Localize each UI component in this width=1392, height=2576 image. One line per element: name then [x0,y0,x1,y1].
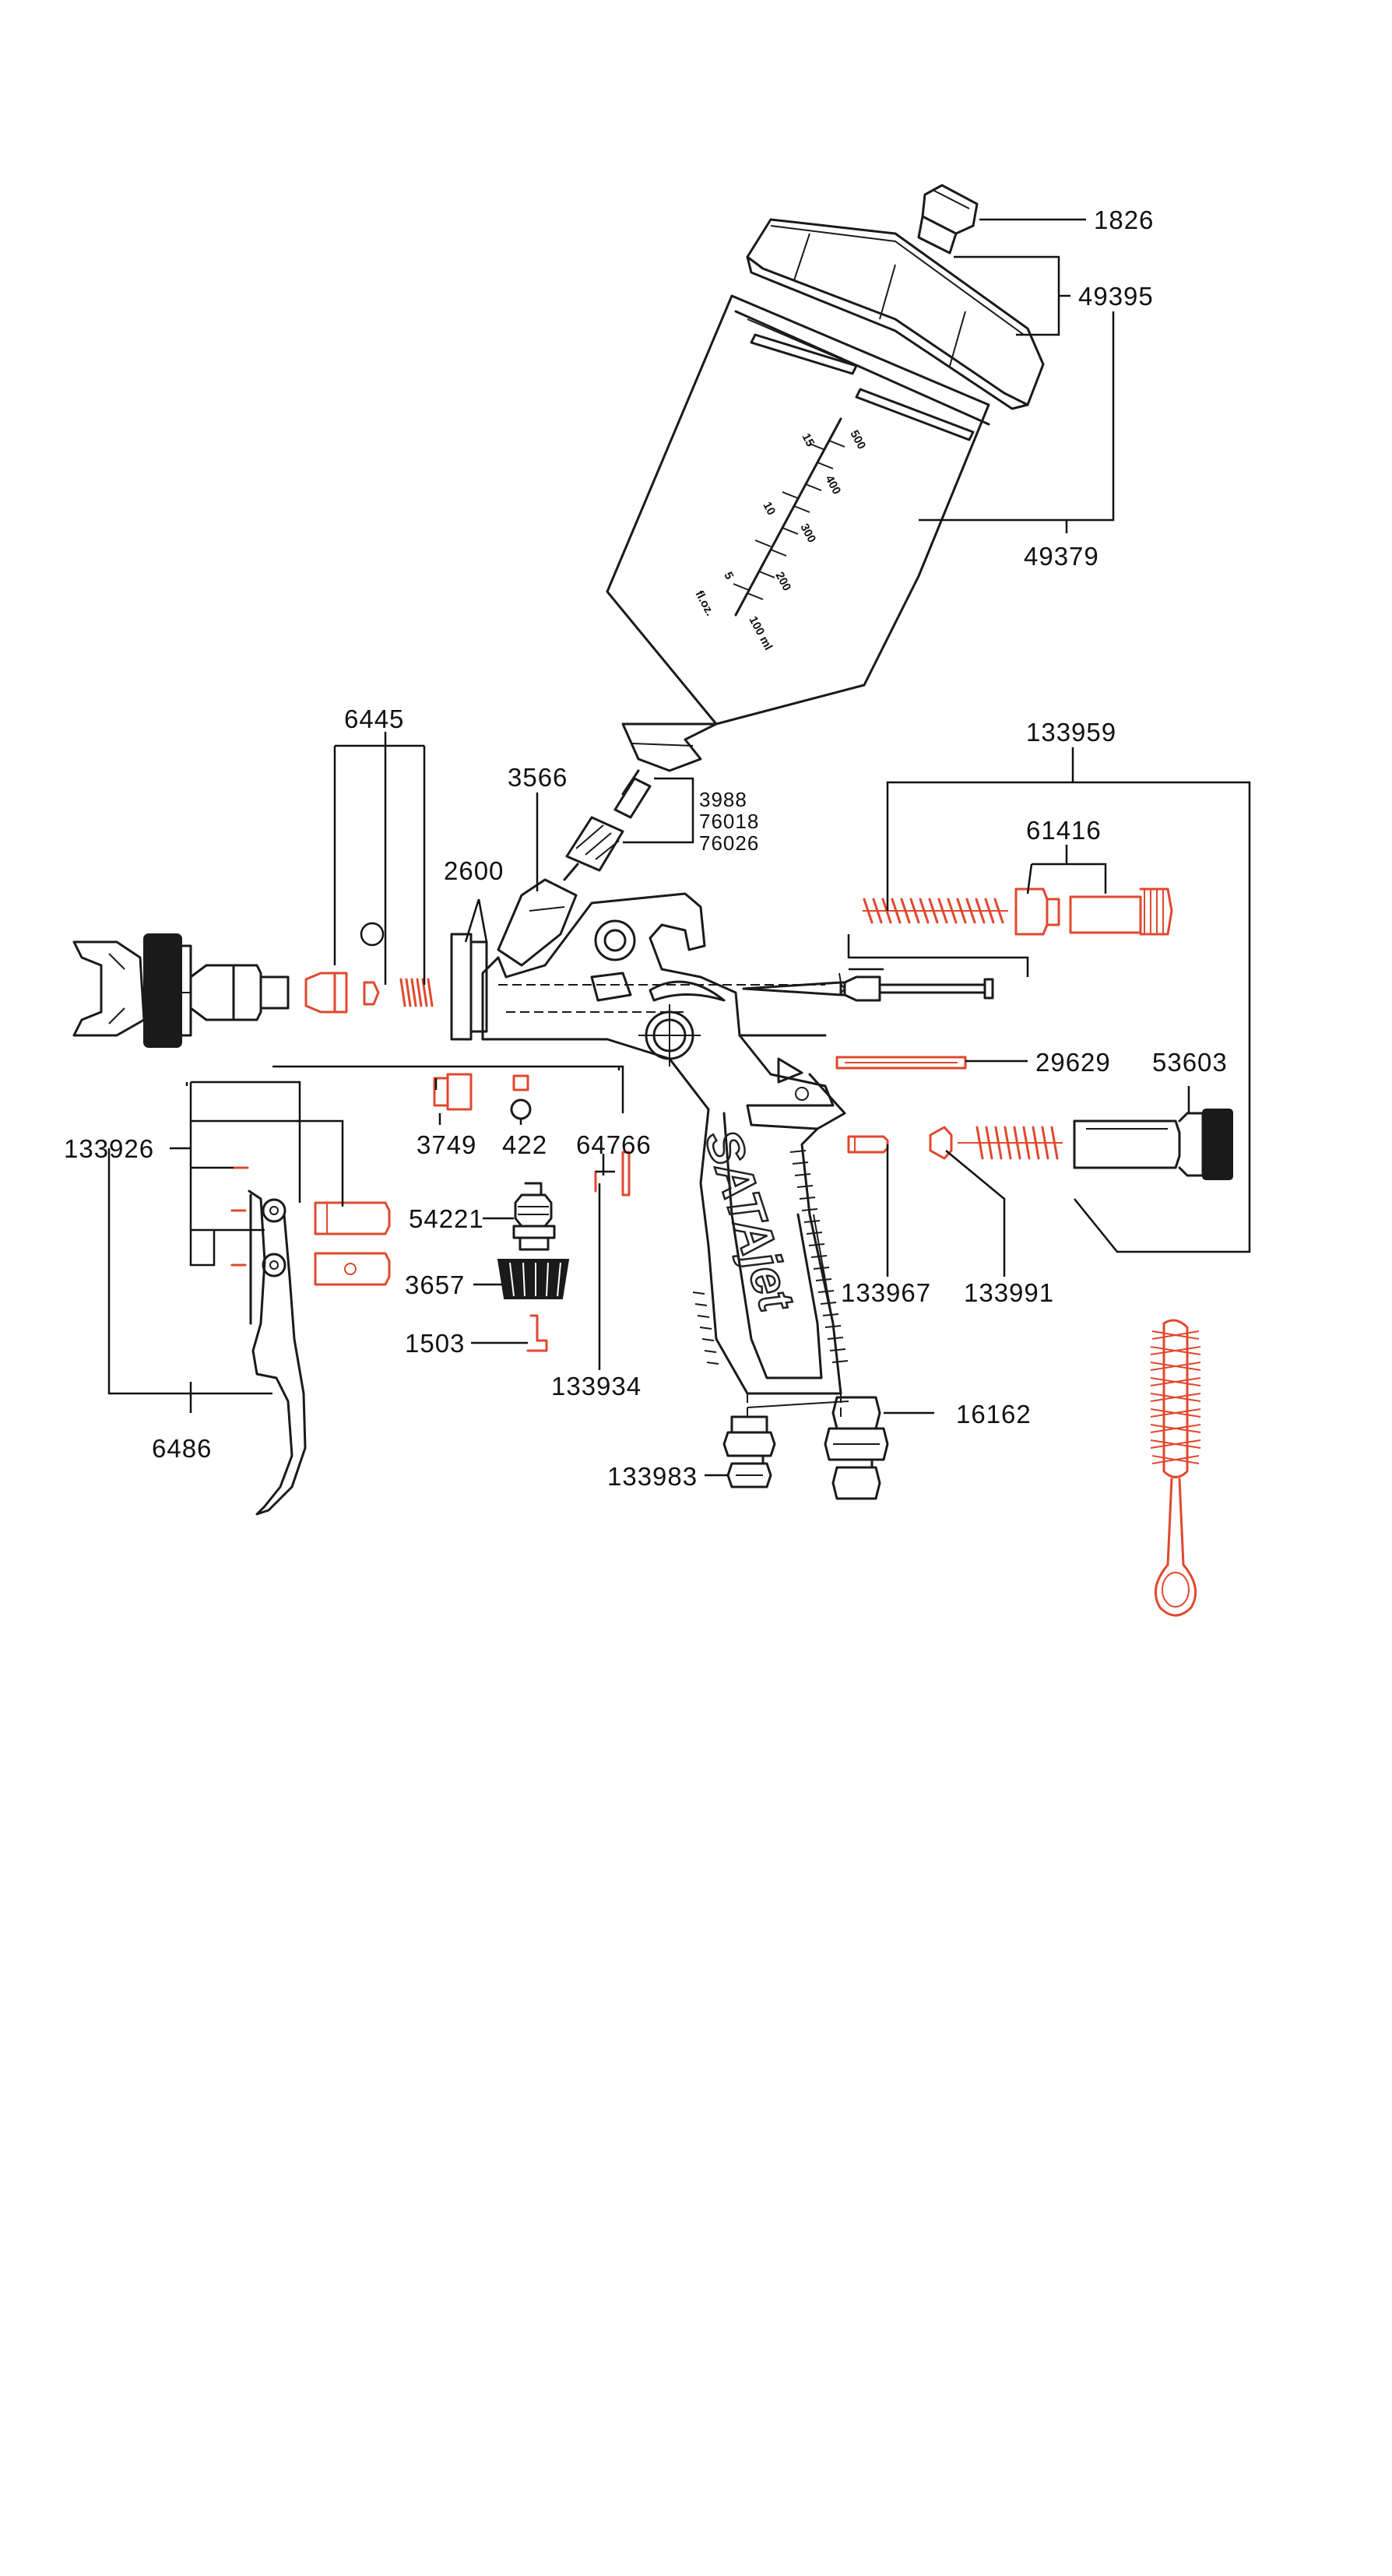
vent-cap [917,184,979,255]
label-133934: 133934 [551,1372,642,1400]
spreader-knob [497,1259,570,1299]
gun-body [481,878,849,1418]
paint-cup-body [606,294,990,772]
needle-spring-upper [863,898,1008,924]
label-61416: 61416 [1026,816,1102,845]
scale-15: 15 [799,431,817,449]
ball-422 [510,1074,532,1120]
label-16162: 16162 [956,1400,1032,1429]
label-422: 422 [502,1130,547,1159]
air-cap [72,933,192,1048]
label-29629: 29629 [1035,1048,1111,1077]
label-133983: 133983 [607,1462,698,1491]
label-3566: 3566 [508,763,568,792]
pin-3749 [433,1073,473,1111]
cleaning-brush [1150,1319,1201,1617]
trigger [248,1190,307,1516]
connector-133983 [722,1415,776,1488]
air-valve-pin [847,1135,889,1154]
label-3988: 3988 [699,788,747,811]
cup-filter [563,769,652,881]
label-49379: 49379 [1024,542,1099,571]
cup-scale-floz: 15 10 5 fl.oz. [692,431,817,618]
connector-16162 [824,1396,889,1500]
label-6445: 6445 [344,705,404,733]
paint-needle [742,972,994,1002]
scale-5: 5 [721,570,736,582]
clip-1503 [526,1314,548,1352]
air-valve-stem [835,1056,967,1070]
distributor-ring [450,933,488,1041]
pin-64766 [594,1151,631,1197]
nozzle [179,964,290,1021]
air-spring-lower [929,1126,1063,1160]
cup-scale-ml: 500 400 300 200 100 ml [746,428,868,652]
label-76018: 76018 [699,810,759,833]
label-3657: 3657 [405,1270,465,1299]
label-133926: 133926 [64,1134,154,1163]
part-labels: 1826 49395 49379 6445 3566 3988 76018 76… [64,206,1228,1491]
label-133967: 133967 [841,1278,931,1307]
label-1826: 1826 [1094,206,1154,234]
scale-500: 500 [847,428,868,452]
label-49395: 49395 [1078,282,1154,311]
label-64766: 64766 [576,1130,652,1159]
scale-300: 300 [797,522,818,545]
trigger-pin-2 [314,1252,391,1286]
nozzle-highlight-set [304,972,434,1014]
label-1503: 1503 [405,1329,465,1358]
paint-cup-lid [746,218,1045,410]
brand-satajet: SATAjet [694,1123,806,1319]
scale-100ml: 100 ml [746,614,775,652]
label-133959: 133959 [1026,718,1116,747]
scale-floz: fl.oz. [692,589,716,618]
scale-10: 10 [760,500,778,518]
label-3749: 3749 [417,1130,476,1159]
label-53603: 53603 [1152,1048,1228,1077]
label-6486: 6486 [152,1434,212,1463]
trigger-pin-1 [314,1201,391,1235]
leader-lines [107,218,1251,1477]
air-adjuster-knob [1073,1109,1233,1180]
label-76026: 76026 [699,831,759,855]
scale-400: 400 [822,473,843,497]
label-133991: 133991 [964,1278,1054,1307]
needle-adjuster-highlight [1014,887,1173,936]
spreader-valve [512,1182,556,1251]
scale-200: 200 [772,570,793,593]
label-2600: 2600 [444,856,504,885]
trigger-clips [230,1166,249,1267]
brand-logo: SATAjet [693,1122,807,1320]
label-54221: 54221 [409,1204,484,1233]
